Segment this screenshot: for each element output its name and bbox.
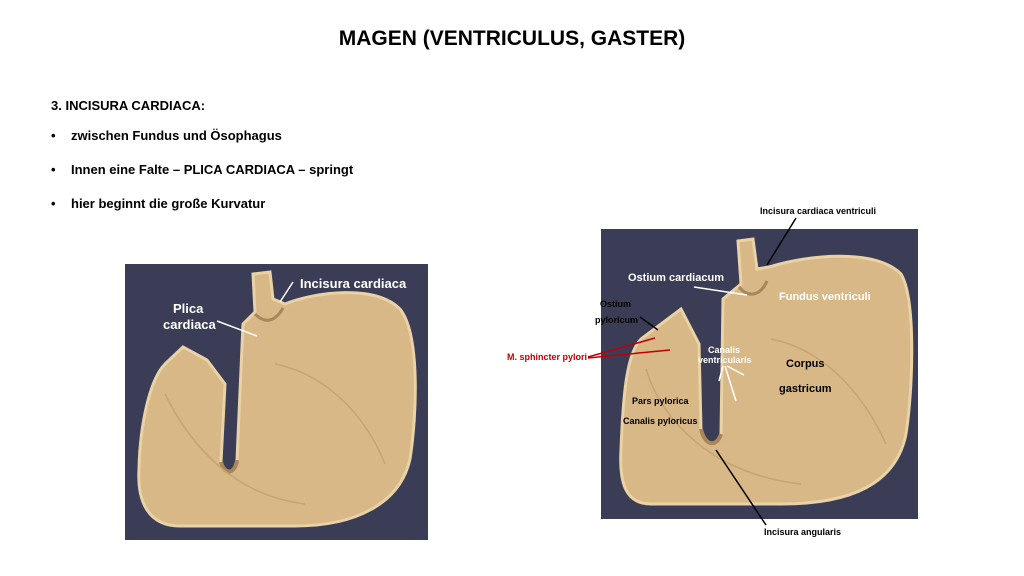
stomach-photo-left: [125, 264, 428, 540]
bullet-dot: •: [51, 162, 56, 177]
label-fundus-ventriculi: Fundus ventriculi: [779, 291, 871, 303]
label-incisura-cardiaca-ventriculi: Incisura cardiaca ventriculi: [760, 206, 877, 216]
label-corpus-line2: gastricum: [779, 383, 832, 395]
bullet-list: • zwischen Fundus und Ösophagus • Innen ei…: [51, 128, 353, 230]
lesser-curvature-shadow: [699, 428, 723, 446]
stomach-photo-right: [601, 229, 918, 519]
page-title: MAGEN (VENTRICULUS, GASTER): [338, 27, 686, 50]
label-pars-pylorica: Pars pylorica: [632, 396, 689, 406]
label-canalis-line1: Canalis: [708, 345, 741, 355]
bullet-dot: •: [51, 196, 56, 211]
bullet-item: • Innen eine Falte – PLICA CARDIACA – spr…: [51, 162, 353, 196]
label-corpus-line1: Corpus: [786, 358, 825, 370]
label-ostium-line2: pyloricum: [595, 315, 639, 325]
stomach-shape: [137, 270, 417, 528]
arrow-incisura-cardiaca-ventriculi: [766, 217, 797, 266]
arrow-ostium-cardiacum: [693, 286, 748, 296]
arrow-incisura-angularis: [715, 449, 767, 526]
fold-shadow: [737, 280, 769, 296]
bullet-item: • zwischen Fundus und Ösophagus: [51, 128, 353, 162]
arrow-ostium-pyloricum: [639, 316, 659, 331]
mucosa-fold: [770, 338, 887, 445]
bullet-text: Innen eine Falte – PLICA CARDIACA – spri…: [71, 162, 354, 177]
arrow-canalis-ventricularis-3: [726, 365, 745, 376]
label-ostium-line1: Ostium: [600, 299, 632, 309]
mucosa-fold: [645, 368, 802, 485]
bullet-text: zwischen Fundus und Ösophagus: [71, 128, 282, 143]
label-incisura-angularis: Incisura angularis: [764, 527, 842, 537]
label-plica-line2: cardiaca: [163, 317, 216, 332]
bullet-item: • hier beginnt die große Kurvatur: [51, 196, 353, 230]
stomach-shape: [619, 237, 914, 506]
section-heading: 3. INCISURA CARDIACA:: [51, 98, 206, 113]
mucosa-fold: [164, 393, 306, 505]
lesser-curvature-shadow: [219, 459, 239, 474]
label-incisura-cardiaca: Incisura cardiaca: [300, 276, 407, 291]
stomach-specimen-right: [601, 229, 918, 519]
arrow-canalis-ventricularis-1: [718, 365, 724, 382]
arrow-sphincter-1: [587, 337, 656, 358]
arrow-incisura-cardiaca: [279, 281, 294, 303]
arrow-sphincter-2: [587, 349, 671, 359]
bullet-dot: •: [51, 128, 56, 143]
arrow-canalis-ventricularis-2: [724, 365, 737, 402]
bullet-text: hier beginnt die große Kurvatur: [71, 196, 266, 211]
label-plica-line1: Plica: [173, 301, 204, 316]
label-canalis-pyloricus: Canalis pyloricus: [623, 416, 698, 426]
label-ostium-cardiacum: Ostium cardiacum: [628, 272, 724, 284]
label-m-sphincter-pylori: M. sphincter pylori: [507, 352, 588, 362]
label-canalis-line2: ventricularis: [698, 355, 752, 365]
mucosa-fold: [274, 363, 386, 465]
stomach-specimen-left: [125, 264, 428, 540]
arrow-plica-cardiaca: [216, 320, 258, 337]
fold-shadow: [253, 307, 285, 322]
